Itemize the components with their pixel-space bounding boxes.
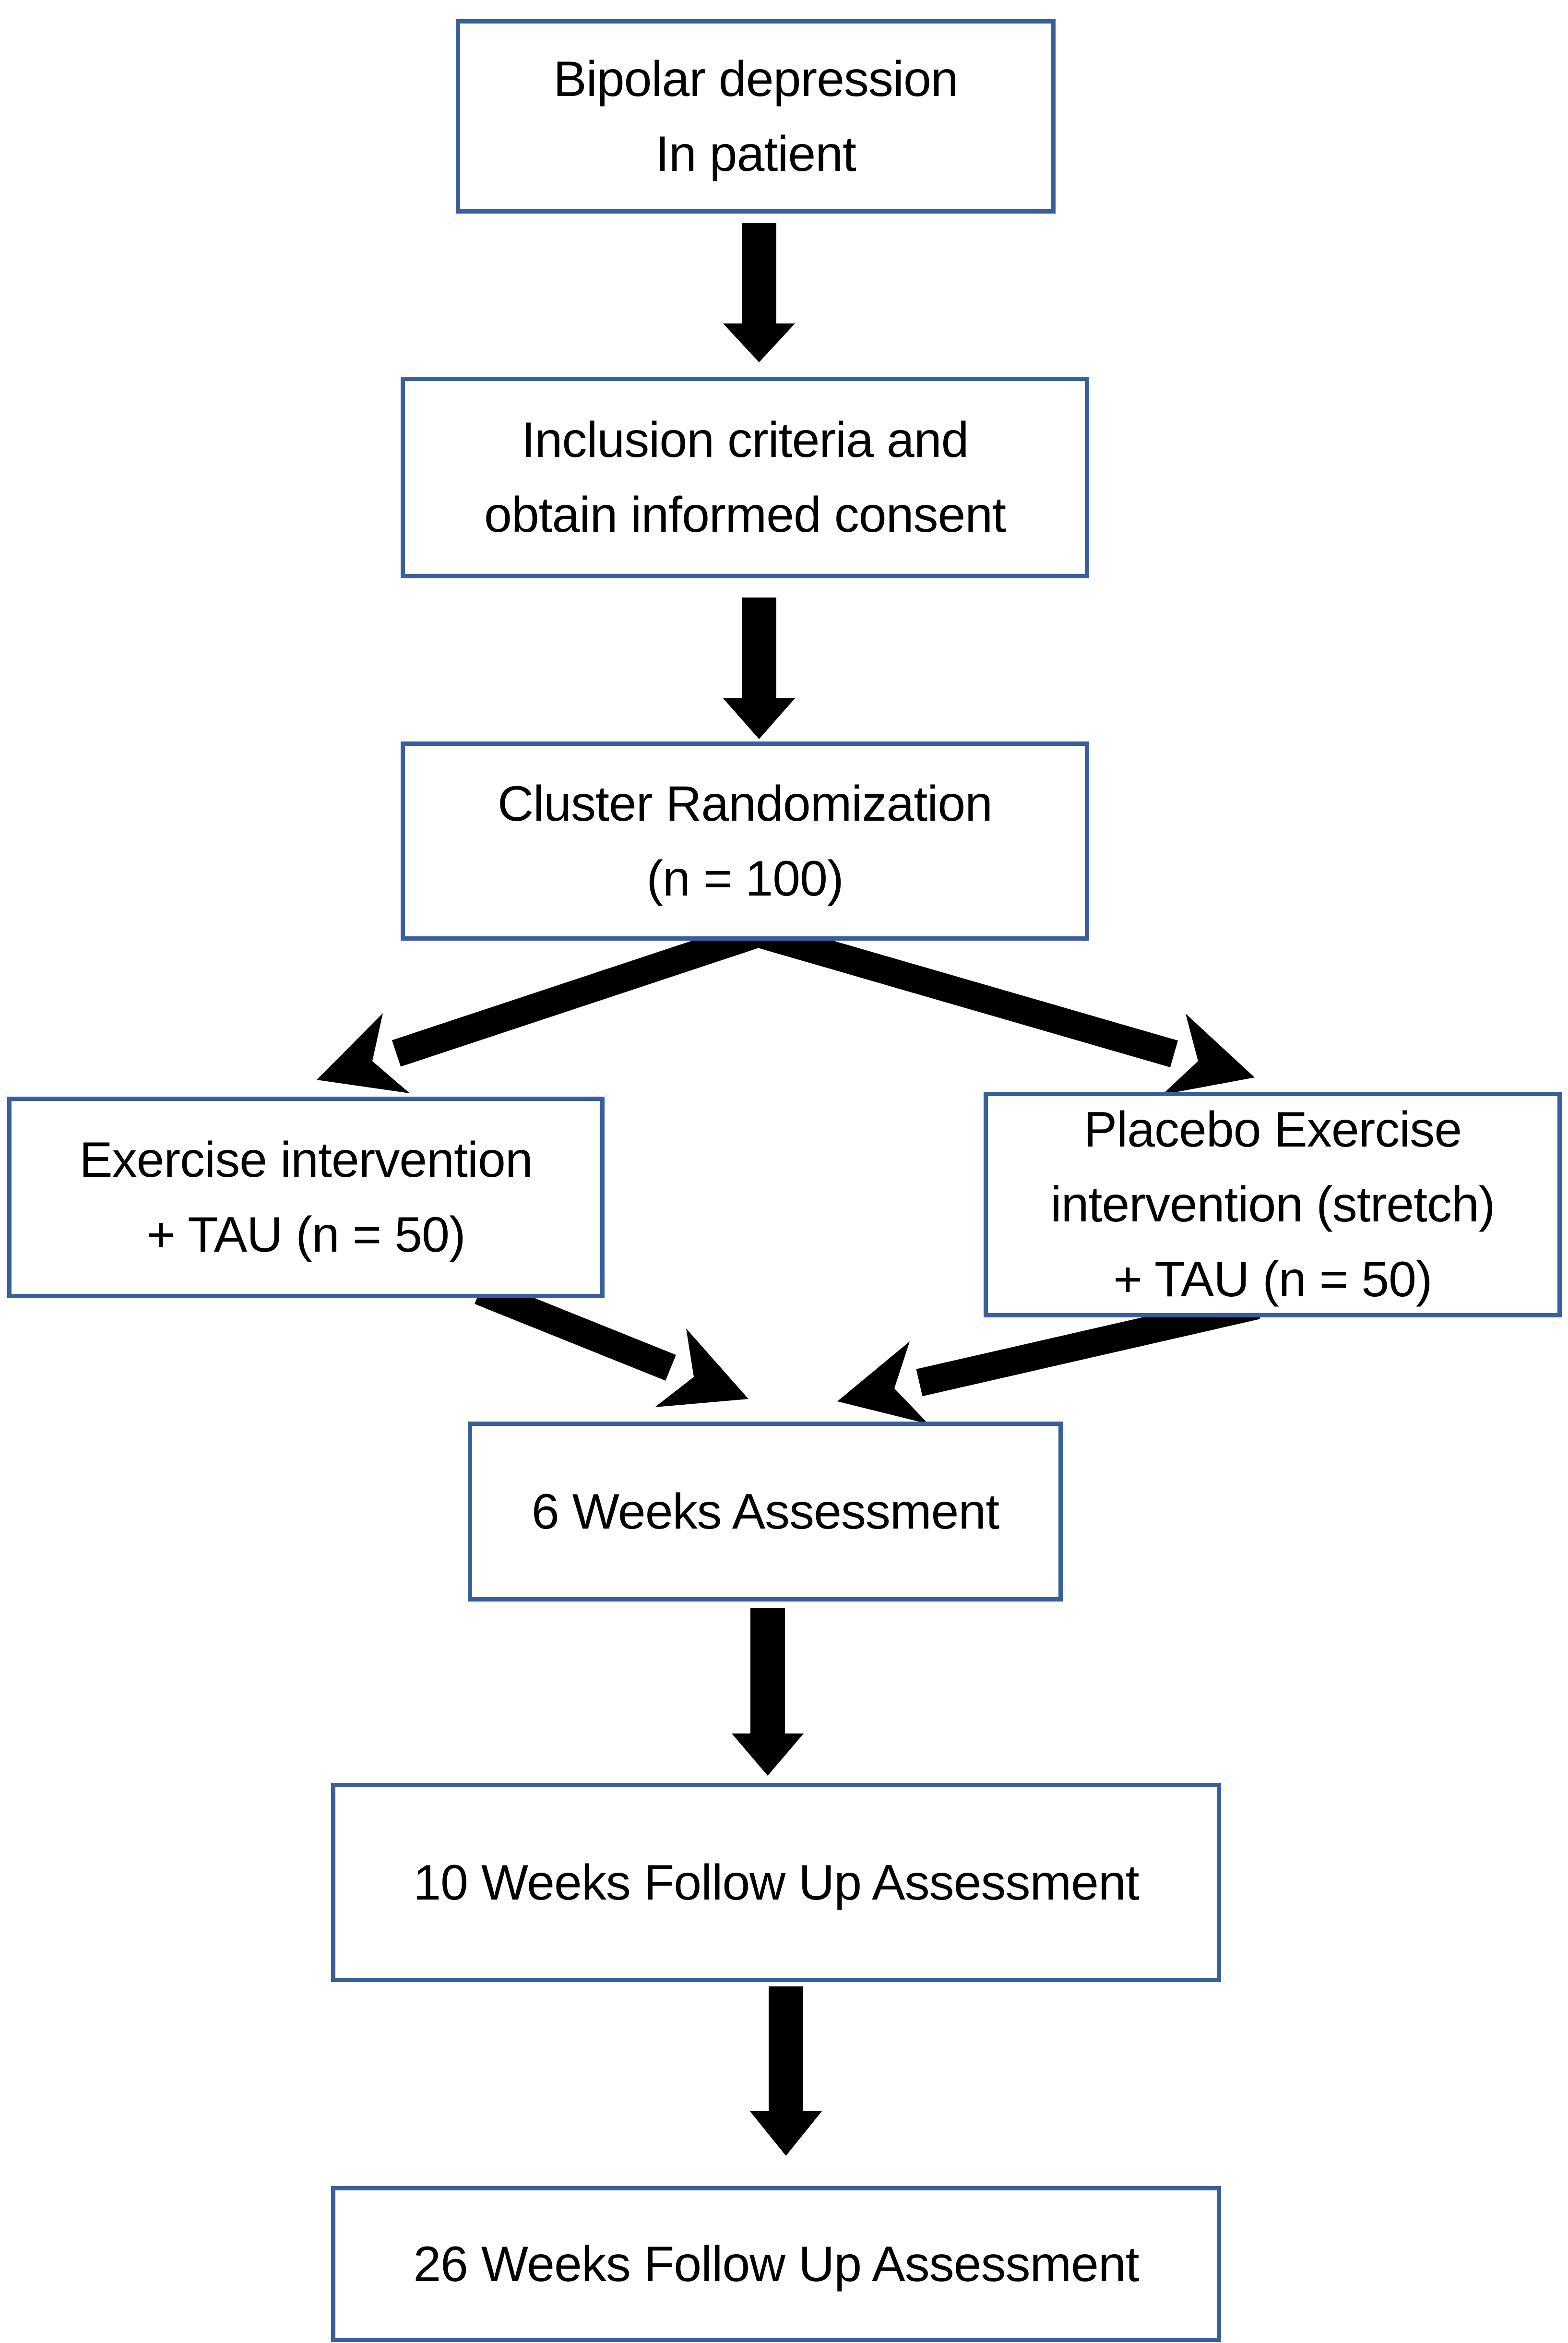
node-inclusion-criteria: Inclusion criteria and obtain informed c… <box>401 377 1089 578</box>
flow-arrow-week10-to-week26 <box>750 1986 822 2156</box>
node-placebo-exercise-intervention: Placebo Exercise intervention (stretch) … <box>984 1092 1562 1317</box>
node-text-line: (n = 100) <box>646 850 843 907</box>
node-text-line: Bipolar depression <box>553 51 958 107</box>
node-text-line: intervention (stretch) <box>1050 1177 1496 1232</box>
node-text-line: Cluster Randomization <box>497 776 993 832</box>
node-text-line: Placebo Exercise <box>1083 1102 1462 1158</box>
node-text-line: + TAU (n = 50) <box>146 1207 465 1263</box>
node-exercise-intervention: Exercise intervention + TAU (n = 50) <box>7 1097 605 1298</box>
node-cluster-randomization: Cluster Randomization (n = 100) <box>401 741 1089 941</box>
node-text-line: 10 Weeks Follow Up Assessment <box>413 1854 1139 1911</box>
node-6-weeks-assessment: 6 Weeks Assessment <box>468 1422 1063 1602</box>
flow-arrow-exercise-to-week6 <box>475 1278 748 1407</box>
node-text-line: Inclusion criteria and <box>521 412 969 468</box>
node-text-line: In patient <box>655 126 856 182</box>
flow-arrow-week6-to-week10 <box>732 1608 804 1776</box>
flow-arrow-placebo-to-week6 <box>837 1291 1260 1424</box>
flow-arrow-randomization-to-placebo <box>754 920 1255 1095</box>
node-26-weeks-follow-up: 26 Weeks Follow Up Assessment <box>331 2186 1221 2342</box>
flow-arrow-randomization-to-exercise <box>317 920 763 1093</box>
node-text-line: obtain informed consent <box>484 487 1006 543</box>
flow-arrow-inpatient-to-inclusion <box>723 223 795 362</box>
node-text-line: + TAU (n = 50) <box>1113 1252 1432 1307</box>
node-10-weeks-follow-up: 10 Weeks Follow Up Assessment <box>331 1783 1221 1982</box>
node-text-line: 26 Weeks Follow Up Assessment <box>413 2236 1139 2292</box>
node-text-line: 6 Weeks Assessment <box>531 1483 999 1540</box>
node-bipolar-depression-inpatient: Bipolar depression In patient <box>456 19 1056 214</box>
node-text-line: Exercise intervention <box>79 1132 533 1188</box>
flow-arrow-inclusion-to-randomization <box>723 598 795 739</box>
